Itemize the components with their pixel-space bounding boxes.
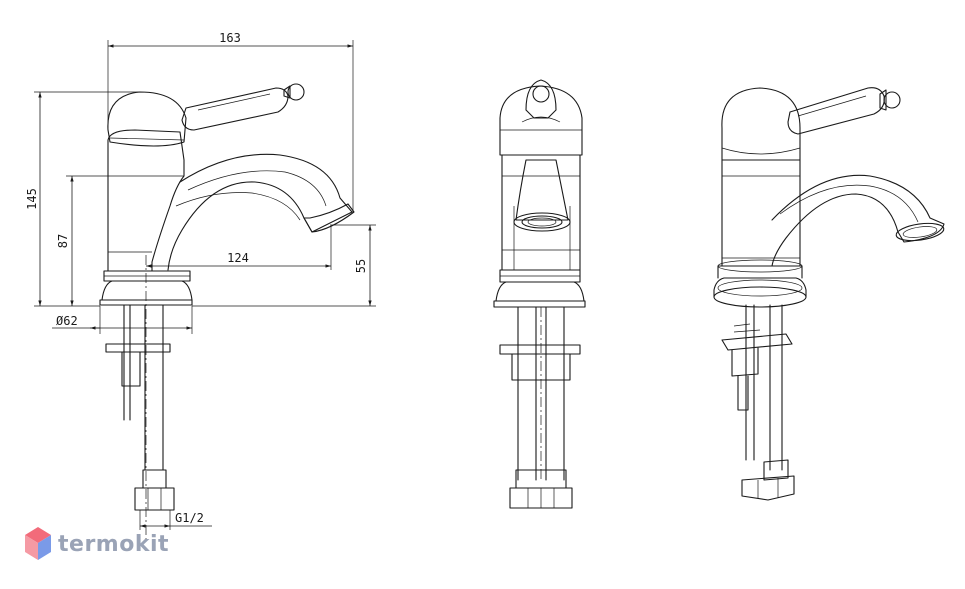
brand-logo: termokit <box>24 526 169 562</box>
dim-spout-clearance: 55 <box>354 259 368 273</box>
side-view: 163 145 87 124 55 Ø62 G1/2 <box>25 31 376 540</box>
dim-height-spout: 87 <box>56 234 70 248</box>
dim-reach: 124 <box>227 251 249 265</box>
dim-base-diameter: Ø62 <box>56 314 78 328</box>
dim-width-total: 163 <box>219 31 241 45</box>
dim-height-total: 145 <box>25 188 39 210</box>
front-view <box>493 79 586 509</box>
isometric-view <box>713 87 945 501</box>
dim-thread: G1/2 <box>175 511 204 525</box>
brand-name: termokit <box>58 531 170 557</box>
hexagon-logo-icon <box>25 527 51 560</box>
